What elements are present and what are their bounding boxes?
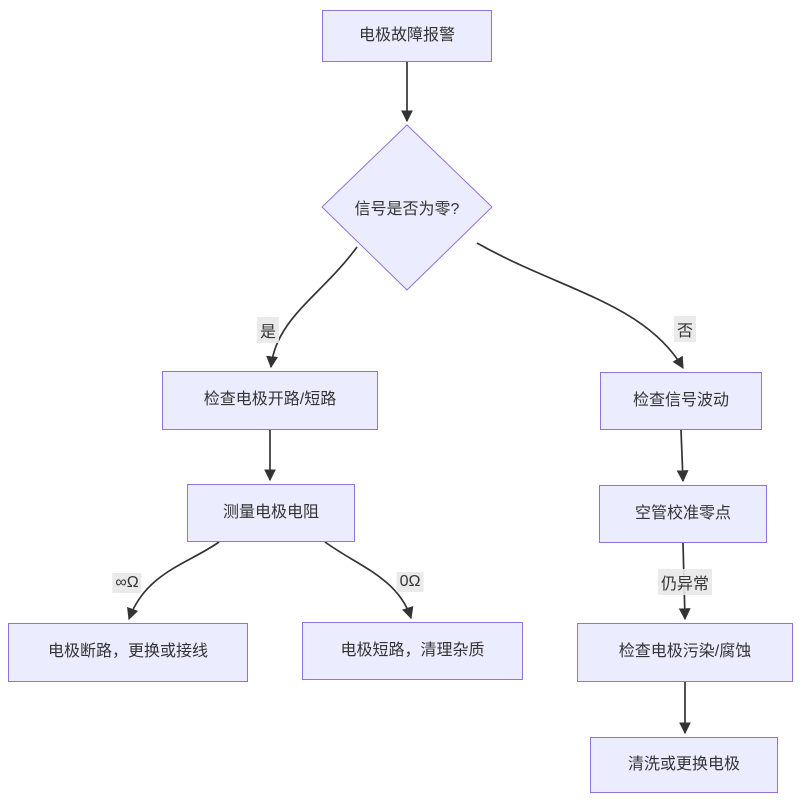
node-check-fluctuation-label: 检查信号波动 [632, 391, 729, 409]
node-open-circuit-label: 电极断路，更换或接线 [47, 643, 208, 661]
node-check-pollution: 检查电极污染/腐蚀 [577, 623, 793, 682]
edge-label-yes: 是 [256, 317, 280, 343]
node-short-circuit-label: 电极短路，清理杂质 [340, 641, 485, 659]
edge-label-no: 否 [673, 316, 697, 342]
node-check-open-short: 检查电极开路/短路 [162, 371, 378, 430]
node-open-circuit: 电极断路，更换或接线 [8, 623, 248, 682]
edge-measure-to-short-circuit [324, 541, 414, 620]
node-decision-shape [321, 124, 493, 291]
node-clean-replace-label: 清洗或更换电极 [627, 755, 740, 773]
node-short-circuit: 电极短路，清理杂质 [302, 622, 523, 680]
edge-decision-to-check-fluctuation [476, 242, 684, 370]
node-check-open-short-label: 检查电极开路/短路 [203, 391, 337, 409]
edge-label-zero-ohm: 0Ω [396, 572, 424, 592]
node-empty-pipe-zero-label: 空管校准零点 [634, 504, 731, 522]
edge-decision-to-check-open-short [266, 246, 358, 369]
node-measure-resistance: 测量电极电阻 [187, 484, 355, 542]
node-check-pollution-label: 检查电极污染/腐蚀 [618, 643, 752, 661]
edge-label-still-abnormal: 仍异常 [657, 569, 713, 595]
node-empty-pipe-zero: 空管校准零点 [599, 485, 767, 543]
node-alarm: 电极故障报警 [322, 10, 492, 62]
edge-measure-to-open-circuit [127, 541, 220, 621]
edge-check-fluctuation-to-empty-pipe [676, 429, 689, 483]
node-decision-label: 信号是否为零? [354, 201, 460, 218]
node-measure-resistance-label: 测量电极电阻 [222, 503, 319, 521]
node-clean-replace: 清洗或更换电极 [590, 737, 778, 793]
node-check-fluctuation: 检查信号波动 [600, 372, 762, 430]
edge-label-infinite-ohm: ∞Ω [112, 573, 142, 593]
node-alarm-label: 电极故障报警 [358, 26, 455, 44]
